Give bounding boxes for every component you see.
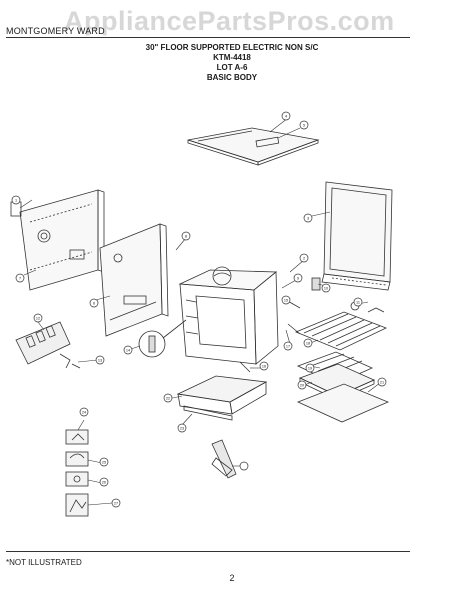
callout-20: 20 bbox=[300, 383, 304, 387]
callout-11: 11 bbox=[356, 300, 360, 304]
callout-14: 14 bbox=[126, 348, 130, 352]
top-cover bbox=[187, 127, 320, 166]
callout-7: 7 bbox=[19, 276, 21, 280]
oven-body bbox=[178, 266, 279, 365]
not-illustrated-note: *NOT ILLUSTRATED bbox=[6, 558, 82, 567]
callout-13: 13 bbox=[98, 358, 102, 362]
callout-8: 8 bbox=[185, 234, 187, 238]
callout-16: 16 bbox=[262, 364, 266, 368]
drawer-liner bbox=[296, 383, 390, 423]
callout-23: 23 bbox=[180, 426, 184, 430]
footer-rule bbox=[6, 551, 410, 552]
watermark: AppliancePartsPros.com bbox=[64, 6, 395, 36]
leader-lines bbox=[19, 117, 381, 506]
page-number: 2 bbox=[229, 573, 235, 583]
callout-10: 10 bbox=[324, 286, 328, 290]
callout-1: 1 bbox=[15, 198, 17, 202]
receptacle-block bbox=[15, 321, 81, 369]
callout-26: 26 bbox=[102, 480, 106, 484]
callout-24: 24 bbox=[82, 410, 86, 414]
oven-rack bbox=[294, 311, 388, 351]
title-lot: LOT A-6 bbox=[216, 63, 248, 72]
side-panel bbox=[99, 223, 169, 337]
right-side-panel bbox=[321, 181, 393, 291]
callout-5: 5 bbox=[303, 123, 305, 127]
title-model-description: 30" FLOOR SUPPORTED ELECTRIC NON S/C bbox=[145, 43, 319, 52]
storage-drawer bbox=[176, 375, 268, 421]
leveling-leg bbox=[211, 439, 237, 479]
callout-9: 9 bbox=[297, 276, 299, 280]
callout-3: 3 bbox=[307, 216, 309, 220]
callout-17: 17 bbox=[286, 344, 290, 348]
callout-balloons bbox=[11, 111, 387, 508]
callout-6: 6 bbox=[93, 301, 95, 305]
callout-25: 25 bbox=[102, 460, 106, 464]
callout-12: 12 bbox=[36, 316, 40, 320]
callout-4: 4 bbox=[285, 114, 287, 118]
diagram-titles: 30" FLOOR SUPPORTED ELECTRIC NON S/C KTM… bbox=[0, 43, 464, 83]
thermostat-bulb-detail bbox=[138, 319, 187, 358]
callout-21: 21 bbox=[380, 380, 384, 384]
callout-2: 2 bbox=[303, 256, 305, 260]
title-section: BASIC BODY bbox=[206, 73, 258, 82]
brand-header: MONTGOMERY WARD bbox=[6, 26, 105, 36]
callout-22: 22 bbox=[166, 396, 170, 400]
title-model-number: KTM-4418 bbox=[213, 53, 251, 62]
hardware-stack bbox=[65, 429, 89, 517]
callout-15: 15 bbox=[284, 298, 288, 302]
callout-18: 18 bbox=[306, 341, 310, 345]
callout-numbers: 4 5 1 7 6 8 3 2 9 10 11 12 13 14 15 16 1… bbox=[15, 114, 384, 505]
callout-19: 19 bbox=[308, 366, 312, 370]
callout-27: 27 bbox=[114, 501, 118, 505]
header-rule bbox=[6, 37, 410, 38]
